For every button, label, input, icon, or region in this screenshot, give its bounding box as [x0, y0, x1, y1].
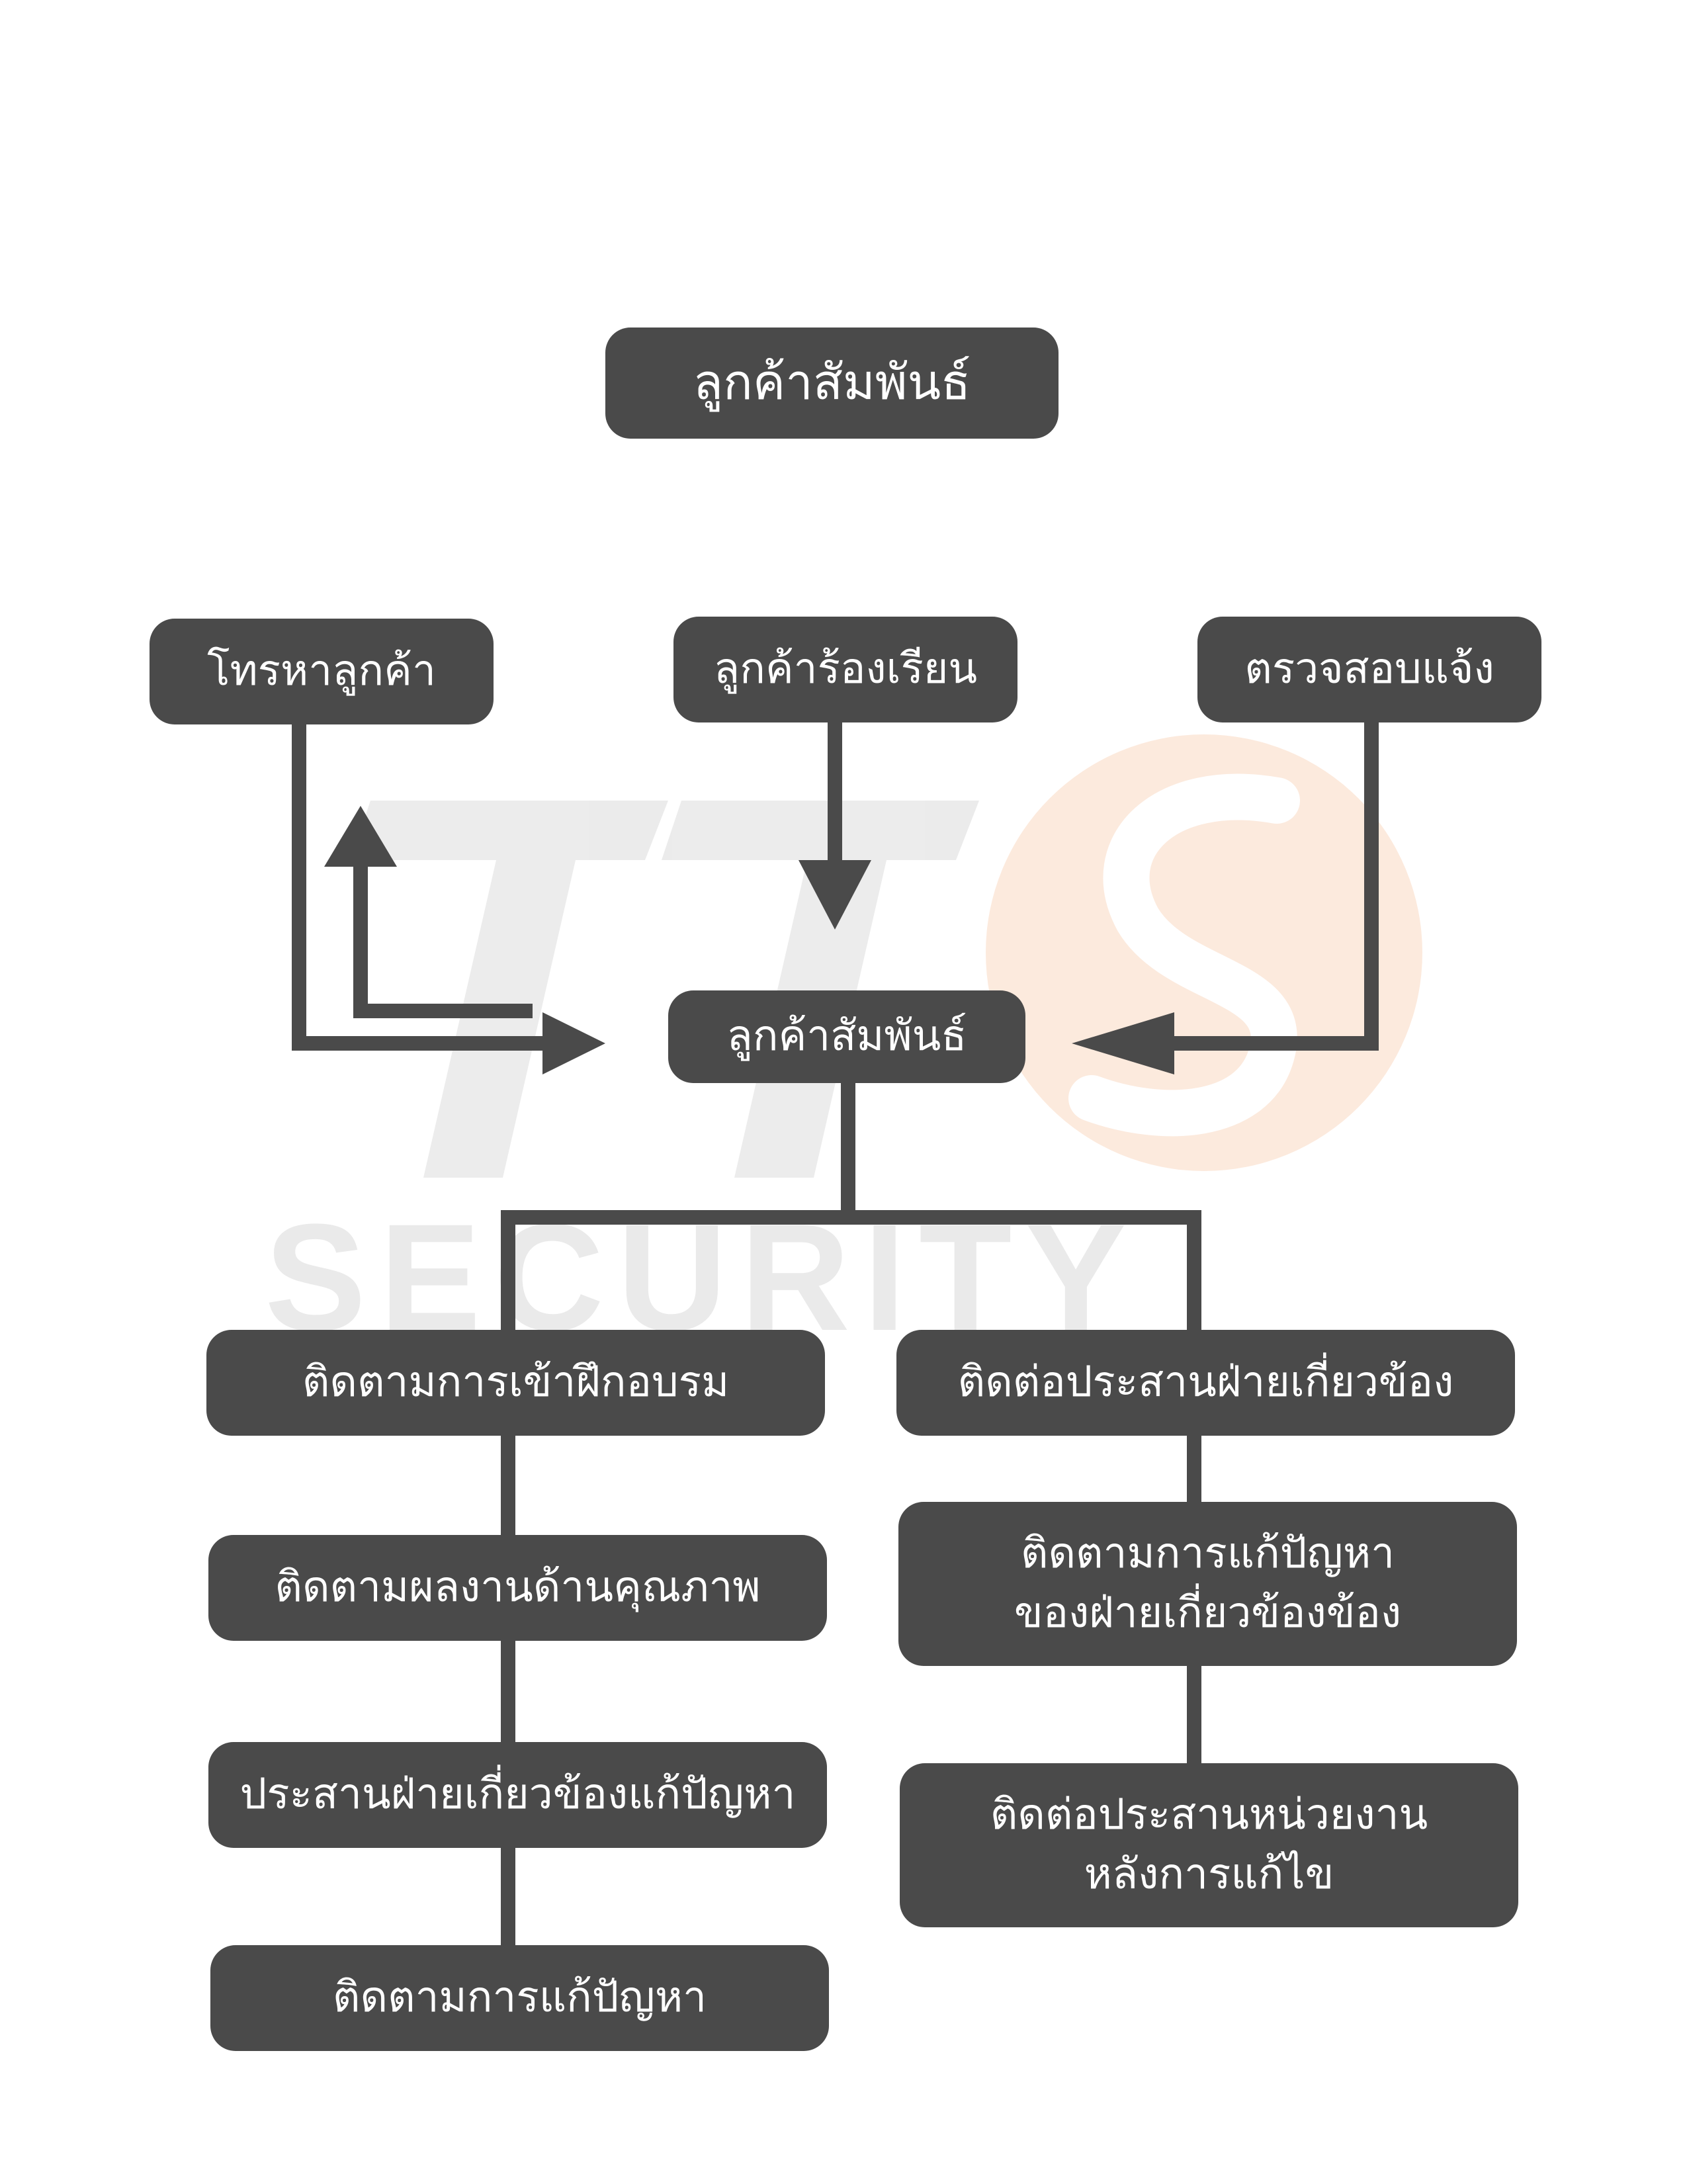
center-node: ลูกค้าสัมพันธ์ — [668, 990, 1025, 1083]
left-step-3-node: ประสานฝ่ายเกี่ยวข้องแก้ปัญหา — [208, 1742, 827, 1848]
call-customer-label: โทรหาลูกค้า — [207, 646, 436, 696]
right-step-3-line1: ติดต่อประสานหน่วยงาน — [990, 1790, 1428, 1840]
left-step-4-label: ติดตามการแก้ปัญหา — [332, 1973, 707, 2023]
arrowhead-left-into-center — [1072, 1012, 1174, 1074]
inspect-report-node: ตรวจสอบแจ้ง — [1197, 617, 1541, 722]
complaint-label: ลูกค้าร้องเรียน — [713, 644, 978, 694]
right-step-2-line2: ของฝ่ายเกี่ยวข้องข้อง — [1014, 1589, 1402, 1638]
left-step-2-node: ติดตามผลงานด้านคุณภาพ — [208, 1535, 827, 1641]
right-step-2-line1: ติดตามการแก้ปัญหา — [1020, 1529, 1395, 1579]
call-customer-node: โทรหาลูกค้า — [150, 619, 494, 724]
arrowhead-right-into-center — [542, 1012, 605, 1074]
right-step-3-node: ติดต่อประสานหน่วยงาน หลังการแก้ไข — [900, 1763, 1518, 1927]
right-step-1-label: ติดต่อประสานฝ่ายเกี่ยวข้อง — [957, 1358, 1454, 1407]
connector-split — [501, 1210, 1201, 1330]
left-step-2-label: ติดตามผลงานด้านคุณภาพ — [275, 1563, 761, 1612]
left-step-4-node: ติดตามการแก้ปัญหา — [210, 1945, 829, 2051]
center-label: ลูกค้าสัมพันธ์ — [726, 1012, 967, 1061]
right-step-1-node: ติดต่อประสานฝ่ายเกี่ยวข้อง — [896, 1330, 1515, 1436]
left-step-1-node: ติดตามการเข้าฝึกอบรม — [206, 1330, 825, 1436]
left-step-1-label: ติดตามการเข้าฝึกอบรม — [302, 1358, 730, 1407]
title-node: ลูกค้าสัมพันธ์ — [605, 328, 1059, 439]
connector-inner-return — [353, 860, 533, 1018]
connector-inspect-to-center — [1168, 715, 1379, 1051]
left-step-3-label: ประสานฝ่ายเกี่ยวข้องแก้ปัญหา — [239, 1770, 796, 1819]
right-step-3-line2: หลังการแก้ไข — [1084, 1850, 1334, 1899]
right-step-2-node: ติดตามการแก้ปัญหา ของฝ่ายเกี่ยวข้องข้อง — [898, 1502, 1517, 1666]
connector-call-to-center — [292, 715, 552, 1051]
arrowhead-down-into-center — [799, 860, 871, 930]
complaint-node: ลูกค้าร้องเรียน — [673, 617, 1017, 722]
inspect-report-label: ตรวจสอบแจ้ง — [1244, 644, 1494, 694]
arrowhead-up — [324, 806, 397, 867]
title-label: ลูกค้าสัมพันธ์ — [693, 354, 971, 412]
